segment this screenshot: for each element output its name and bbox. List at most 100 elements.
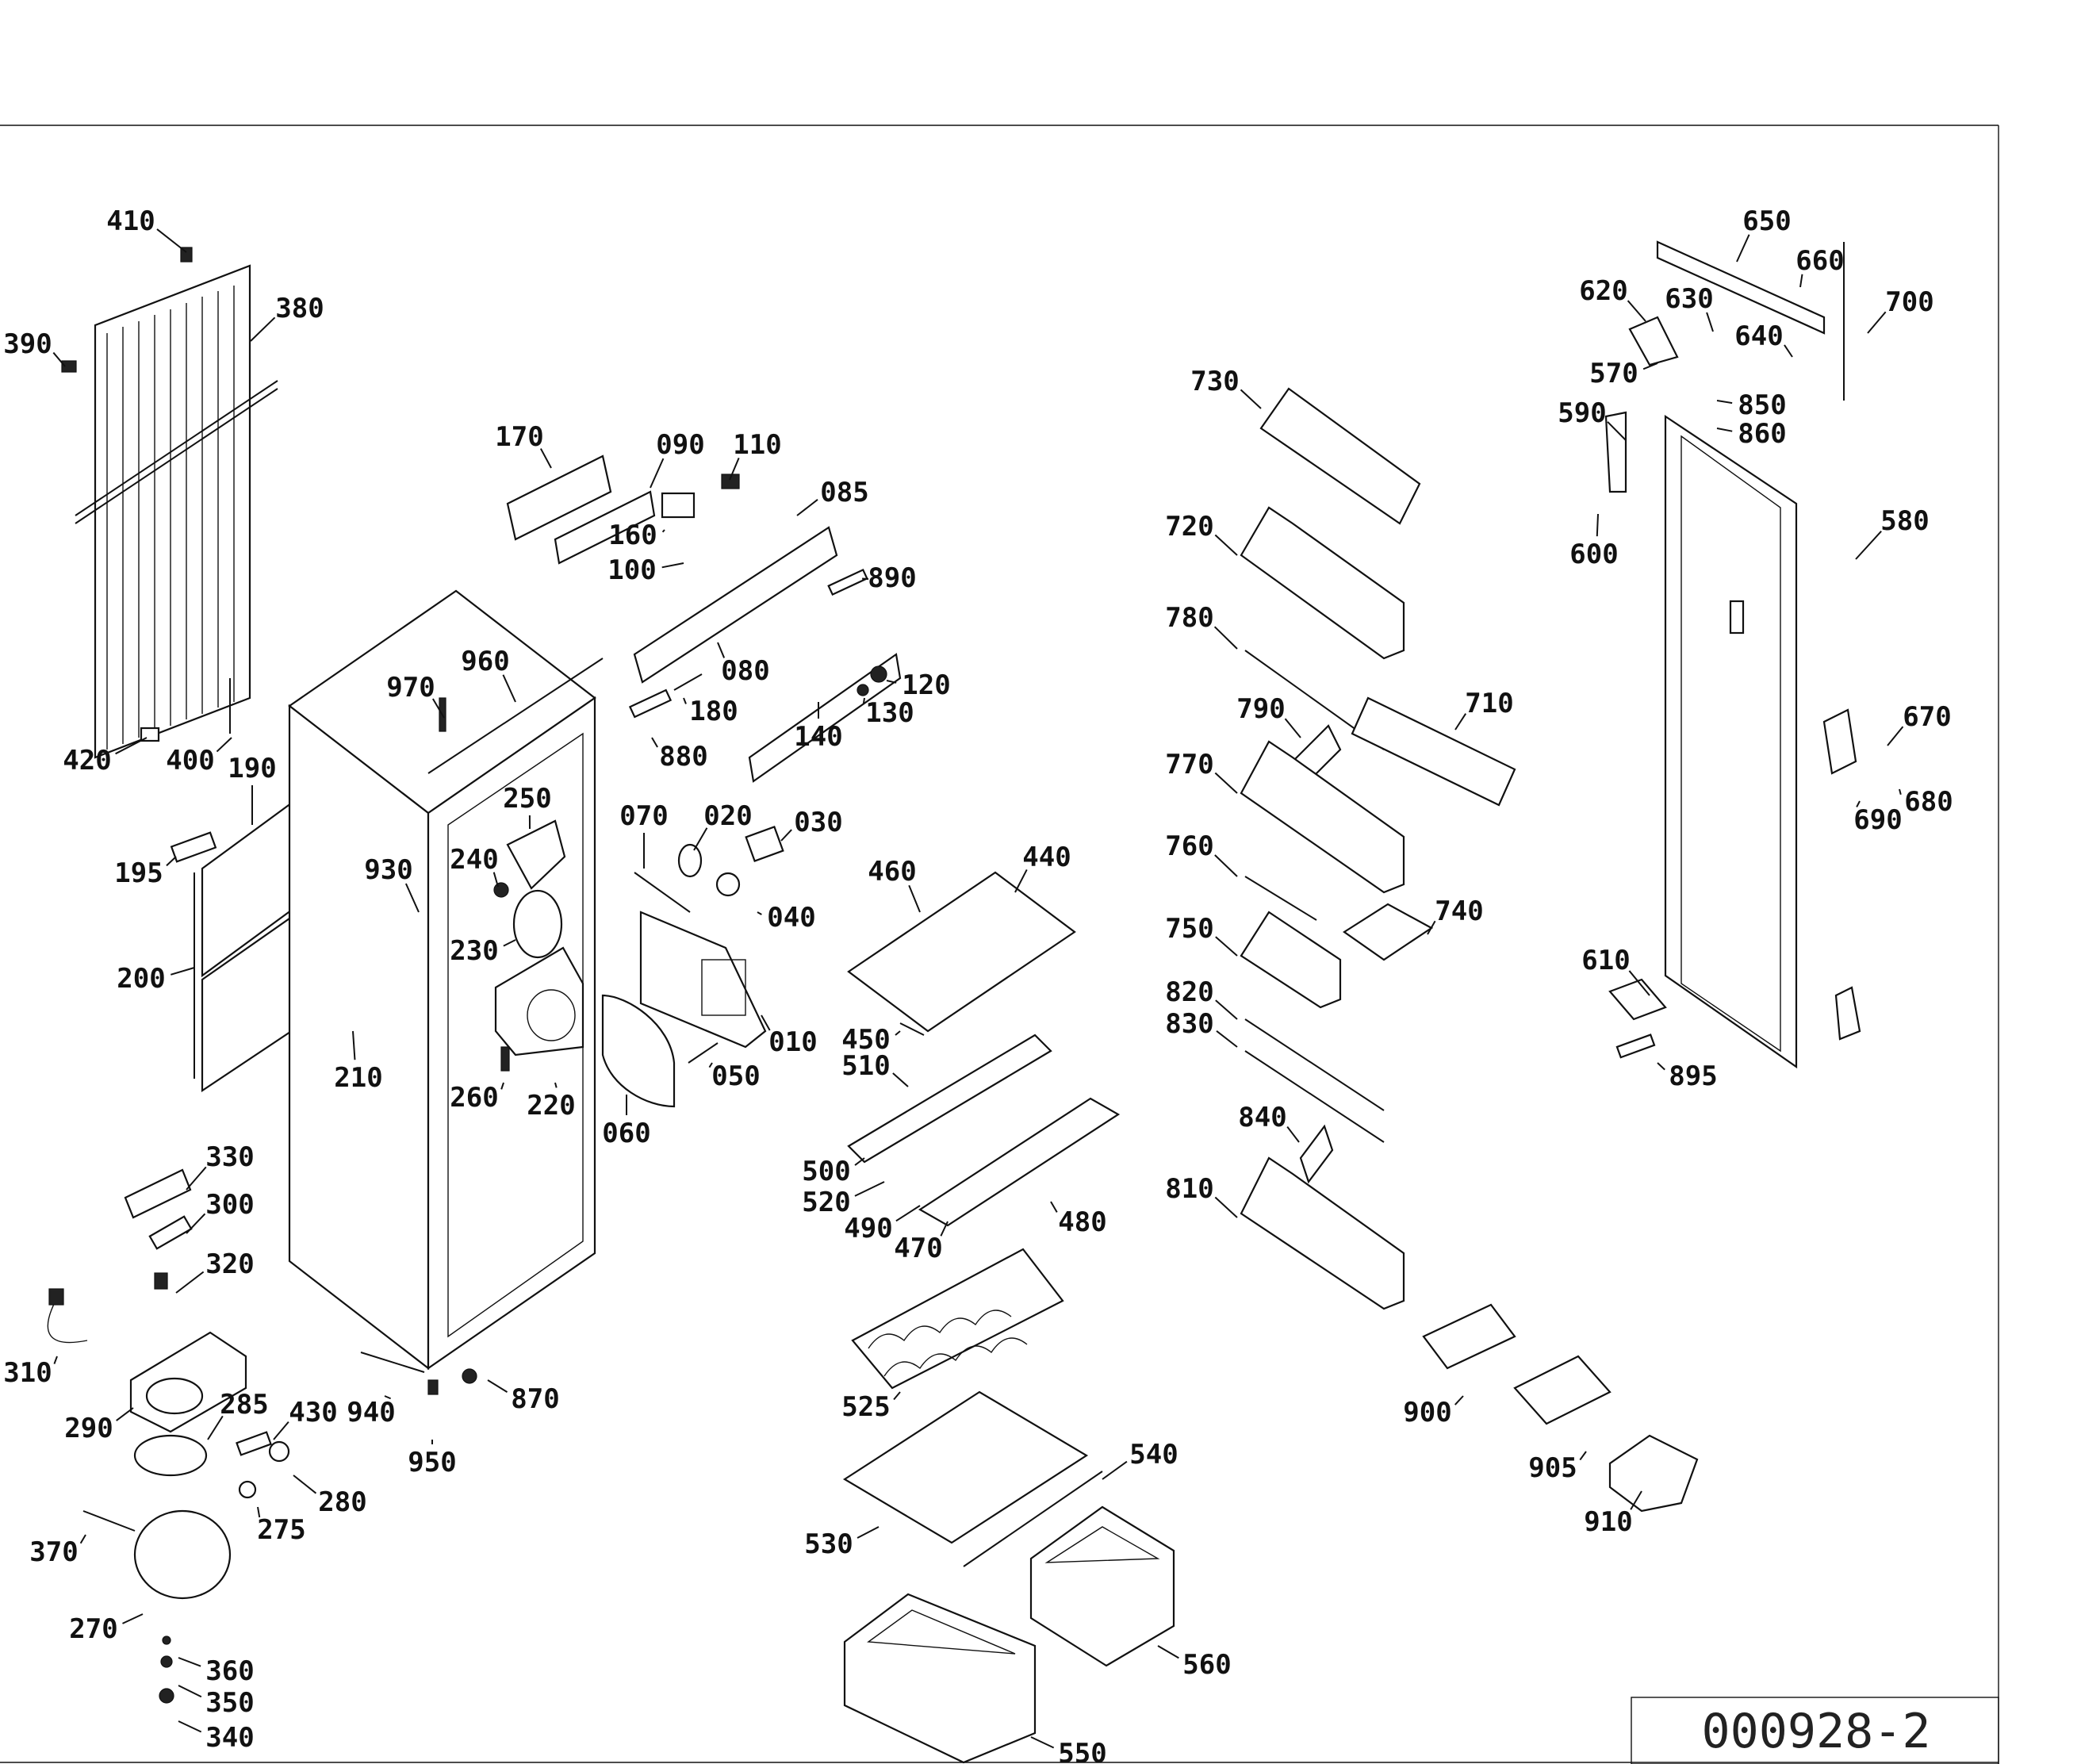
- part-label-080: 080: [721, 655, 769, 687]
- part-label-590: 590: [1558, 397, 1606, 429]
- part-label-390: 390: [3, 328, 52, 360]
- leader-line-830: [1216, 1030, 1238, 1048]
- leader-line-630: [1706, 312, 1714, 332]
- crisper-cover: [842, 1390, 1103, 1567]
- leader-line-895: [1657, 1062, 1665, 1071]
- leader-line-360: [178, 1657, 201, 1667]
- drawing-code: 000928-2: [1702, 1704, 1931, 1759]
- part-label-740: 740: [1435, 895, 1483, 927]
- part-label-285: 285: [220, 1389, 268, 1421]
- leader-line-640: [1784, 344, 1793, 358]
- part-label-570: 570: [1589, 358, 1638, 389]
- leader-line-610: [1628, 970, 1650, 996]
- part-label-480: 480: [1058, 1206, 1106, 1238]
- part-label-730: 730: [1190, 366, 1239, 397]
- part-label-830: 830: [1165, 1008, 1213, 1040]
- leader-line-600: [1596, 513, 1599, 537]
- leader-line-050: [708, 1062, 713, 1068]
- part-label-720: 720: [1165, 511, 1213, 543]
- part-label-380: 380: [275, 293, 324, 324]
- part-label-970: 970: [386, 672, 435, 704]
- leader-line-660: [1799, 274, 1803, 288]
- leader-line-580: [1855, 530, 1882, 560]
- part-label-130: 130: [865, 697, 914, 729]
- bottle-rack: [851, 1248, 1064, 1390]
- door-assembly: [1604, 240, 1861, 1069]
- part-label-780: 780: [1165, 602, 1213, 634]
- leader-line-500: [854, 1157, 865, 1166]
- part-label-330: 330: [205, 1141, 254, 1173]
- part-label-525: 525: [841, 1391, 890, 1423]
- leader-line-380: [250, 316, 276, 342]
- part-label-450: 450: [841, 1024, 890, 1056]
- leader-line-880: [651, 737, 658, 748]
- part-label-060: 060: [602, 1118, 650, 1149]
- part-label-190: 190: [228, 753, 276, 784]
- part-label-960: 960: [461, 646, 509, 677]
- leader-line-080: [717, 642, 726, 658]
- part-label-550: 550: [1058, 1738, 1106, 1764]
- leader-line-770: [1214, 772, 1238, 794]
- leader-line-320: [175, 1271, 205, 1294]
- leader-line-930: [404, 883, 420, 913]
- part-label-100: 100: [607, 554, 656, 586]
- part-label-230: 230: [450, 935, 498, 967]
- part-label-275: 275: [257, 1514, 305, 1546]
- leader-line-710: [1454, 713, 1467, 731]
- part-label-930: 930: [364, 854, 412, 886]
- leader-line-550: [1030, 1736, 1055, 1749]
- leader-line-410: [156, 228, 187, 253]
- door-balconies: [1240, 387, 1516, 1310]
- part-label-340: 340: [205, 1722, 254, 1754]
- part-label-020: 020: [703, 800, 752, 832]
- leader-line-850: [1716, 400, 1733, 405]
- leader-line-540: [1102, 1460, 1128, 1480]
- part-label-200: 200: [117, 963, 165, 995]
- leader-line-560: [1157, 1645, 1179, 1659]
- part-label-400: 400: [166, 745, 214, 777]
- leader-line-220: [554, 1082, 558, 1088]
- leader-line-810: [1214, 1196, 1238, 1218]
- leader-line-390: [52, 351, 66, 367]
- compressor-group: [47, 1168, 439, 1704]
- part-label-710: 710: [1465, 688, 1513, 719]
- leader-line-670: [1887, 726, 1904, 746]
- leader-line-180: [683, 697, 687, 704]
- part-label-460: 460: [868, 856, 916, 888]
- part-label-350: 350: [205, 1687, 254, 1719]
- leader-line-020: [693, 827, 708, 851]
- leader-line-470: [940, 1221, 949, 1237]
- leader-line-195: [166, 856, 177, 867]
- part-label-470: 470: [894, 1233, 942, 1264]
- part-label-140: 140: [794, 721, 842, 753]
- glass-shelves: [847, 871, 1121, 1227]
- lamp-thermostat-housing: [601, 826, 784, 1108]
- part-label-660: 660: [1795, 245, 1844, 277]
- leader-line-960: [502, 674, 516, 703]
- leader-line-740: [1427, 920, 1436, 935]
- leader-line-285: [207, 1415, 224, 1440]
- leader-line-040: [757, 911, 762, 915]
- part-label-090: 090: [656, 429, 704, 461]
- part-label-860: 860: [1738, 418, 1786, 450]
- leader-line-970: [431, 698, 445, 719]
- part-label-280: 280: [318, 1486, 366, 1518]
- leader-line-010: [761, 1014, 771, 1031]
- leader-line-330: [186, 1166, 207, 1191]
- leader-line-840: [1286, 1126, 1300, 1143]
- crisper-drawers: [843, 1505, 1175, 1764]
- leader-line-620: [1627, 300, 1646, 322]
- leader-line-260: [500, 1082, 504, 1090]
- leader-line-480: [1050, 1201, 1058, 1213]
- leader-line-160: [661, 529, 665, 533]
- part-label-620: 620: [1579, 275, 1627, 307]
- part-label-410: 410: [106, 205, 155, 237]
- part-label-120: 120: [902, 669, 950, 701]
- part-label-895: 895: [1669, 1060, 1717, 1092]
- part-label-040: 040: [767, 902, 815, 934]
- part-label-530: 530: [804, 1528, 853, 1560]
- leader-line-900: [1454, 1395, 1464, 1405]
- part-label-850: 850: [1738, 389, 1786, 421]
- leader-line-490: [895, 1205, 921, 1222]
